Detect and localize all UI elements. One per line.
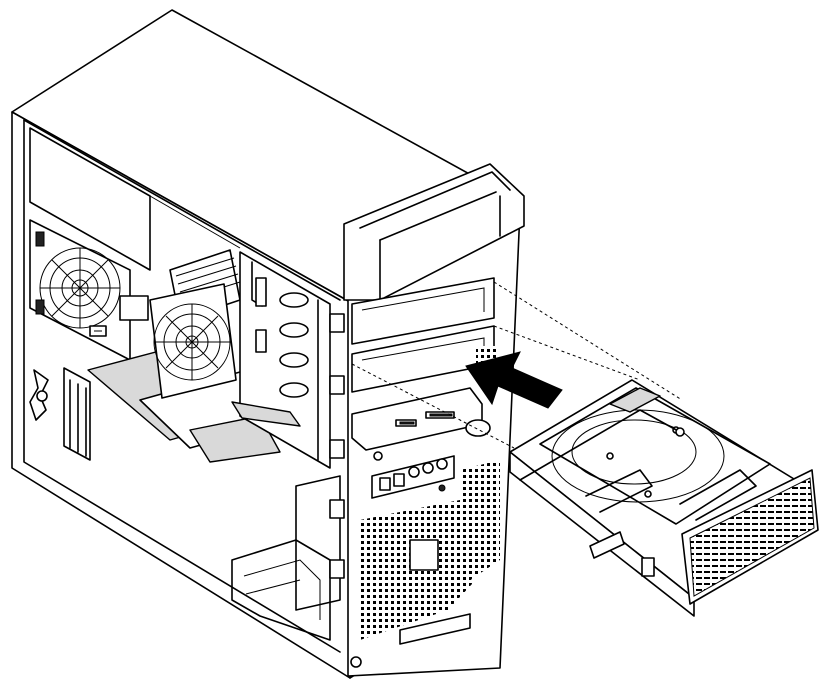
insertion-guides bbox=[351, 281, 683, 449]
card-reader-bay bbox=[351, 387, 491, 451]
drive-bracket-latch bbox=[519, 387, 685, 577]
lower-drive-cage bbox=[231, 475, 341, 641]
insertion-arrow-icon bbox=[465, 351, 563, 409]
internal-drive-cage bbox=[231, 251, 331, 469]
expansion-slots bbox=[63, 367, 91, 461]
front-io-ports bbox=[371, 455, 455, 499]
bezel-foot-slot bbox=[399, 613, 471, 645]
rear-ports bbox=[29, 325, 107, 421]
drive-bay-target bbox=[351, 325, 498, 393]
drive-bay-upper bbox=[351, 277, 495, 345]
heatsink-fan bbox=[119, 283, 237, 399]
system-fan bbox=[29, 219, 131, 361]
bezel-tabs bbox=[329, 313, 383, 668]
power-supply bbox=[29, 127, 241, 271]
bezel-top-handle bbox=[343, 163, 525, 301]
bezel-vent-right bbox=[460, 460, 500, 580]
front-bezel bbox=[329, 163, 525, 677]
hard-disk-drive-assembly bbox=[509, 379, 819, 617]
